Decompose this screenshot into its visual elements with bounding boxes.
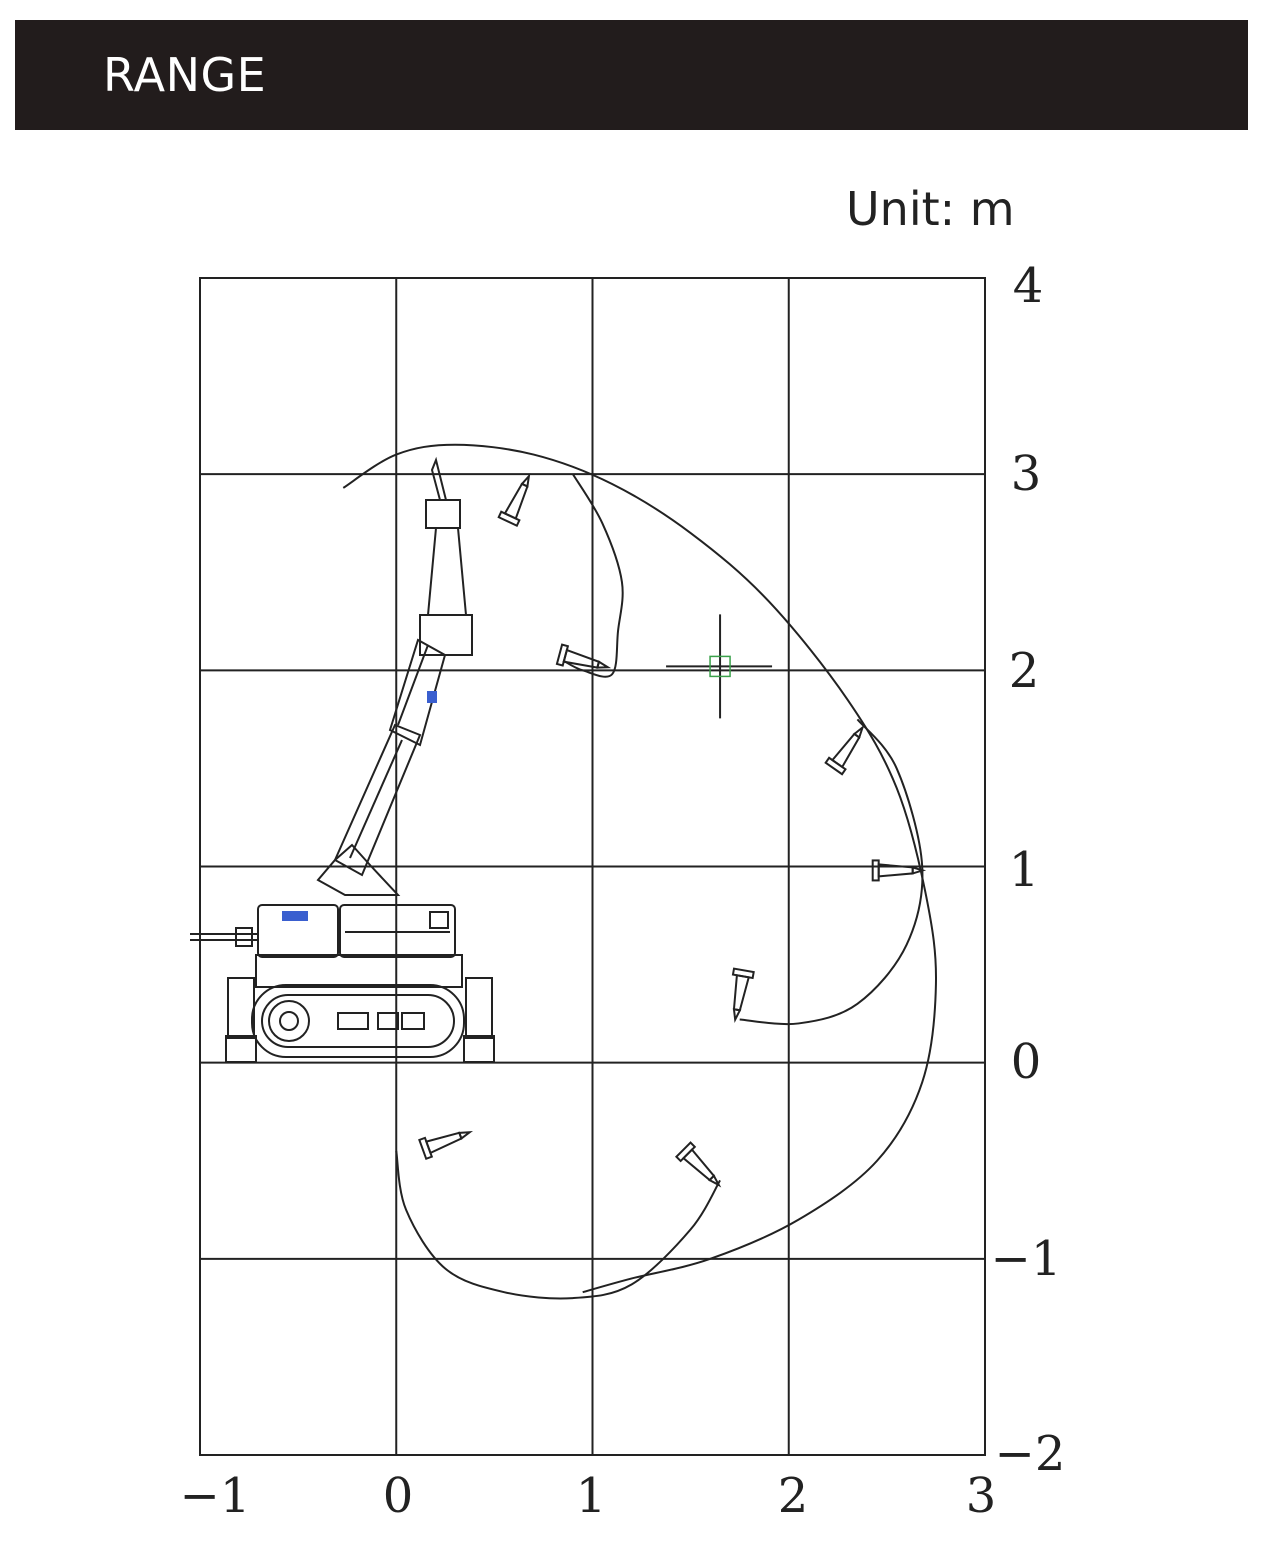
y-tick-label: 0 [1011, 1034, 1042, 1090]
y-tick-label: 4 [1013, 258, 1044, 314]
tool-tip [520, 472, 531, 488]
boom-first-section [333, 723, 422, 877]
y-tick-label: −2 [995, 1426, 1066, 1482]
boom-cylinder [349, 739, 403, 859]
chassis [255, 954, 463, 988]
arm-cylinder [397, 644, 429, 726]
y-tick-label: 2 [1009, 643, 1040, 699]
right-outrigger-foot [463, 1035, 495, 1063]
tool-mount [419, 614, 473, 656]
tool-shank [425, 1131, 463, 1155]
breaker-tool-glyph [555, 643, 612, 669]
track-plate-small [377, 1012, 399, 1030]
tool-flange [674, 1141, 697, 1163]
x-axis-ticks: −1 0 1 2 3 [180, 1468, 997, 1524]
cover-vent [429, 911, 449, 929]
track-plate [337, 1012, 369, 1030]
left-outrigger [227, 977, 255, 1039]
x-tick-label: 2 [778, 1468, 809, 1524]
boom-base [316, 843, 401, 896]
tool-tip [911, 866, 927, 875]
tool-tip [852, 724, 865, 740]
track-arrow-plate [401, 1012, 425, 1030]
unit-label: Unit: m [846, 182, 1015, 236]
tool-shank [732, 974, 750, 1012]
crosshair-center-box [709, 655, 731, 678]
middle-inner-curve [739, 718, 924, 1026]
tool-shank [503, 482, 529, 520]
track [251, 984, 465, 1058]
lower-inner-curve [395, 1150, 721, 1300]
x-tick-label: 3 [966, 1468, 997, 1524]
right-outrigger [465, 977, 493, 1039]
outer-reach-envelope [342, 443, 937, 1294]
track-inner [261, 994, 455, 1048]
header-bar [15, 20, 1248, 130]
page-title: RANGE [103, 48, 267, 102]
tool-tip [457, 1131, 474, 1141]
breaker-tool-glyph [731, 967, 755, 1024]
breaker-head [425, 499, 461, 529]
tool-tip [596, 660, 612, 669]
breaker-tool-glyph [674, 1141, 722, 1188]
tool-tip [707, 1174, 722, 1188]
y-tick-label: 3 [1011, 446, 1042, 502]
y-tick-label: 1 [1009, 842, 1040, 898]
track-wheel-hub [279, 1011, 299, 1031]
envelope-curves [342, 443, 937, 1300]
breaker-chisel [430, 456, 448, 501]
x-tick-label: −1 [180, 1468, 251, 1524]
x-tick-label: 0 [383, 1468, 414, 1524]
grid [199, 277, 986, 1456]
track-wheel-front [268, 1000, 310, 1042]
upper-inner-curve [562, 473, 624, 678]
breaker-tool-glyph [871, 859, 927, 882]
tool-shank [830, 732, 861, 769]
breaker-tool-glyph [418, 1131, 474, 1161]
breaker-tool-glyph [824, 724, 865, 776]
center-marker [666, 614, 773, 719]
breaker-tools [418, 472, 927, 1188]
breaker-body [426, 527, 468, 616]
tool-tip [732, 1008, 742, 1024]
left-outrigger-foot [225, 1035, 257, 1063]
x-tick-label: 1 [576, 1468, 607, 1524]
demolition-robot [190, 456, 495, 1063]
control-box [257, 904, 339, 958]
engine-cover [339, 904, 456, 958]
tool-shank [562, 648, 601, 669]
y-axis-ticks: 4 3 2 1 0 −1 −2 [991, 258, 1066, 1482]
breaker-tool-glyph [497, 472, 531, 527]
hydraulic-marker [282, 911, 308, 921]
rear-handle-grip [235, 927, 253, 947]
y-tick-label: −1 [991, 1231, 1062, 1287]
arm-marker [427, 691, 437, 703]
